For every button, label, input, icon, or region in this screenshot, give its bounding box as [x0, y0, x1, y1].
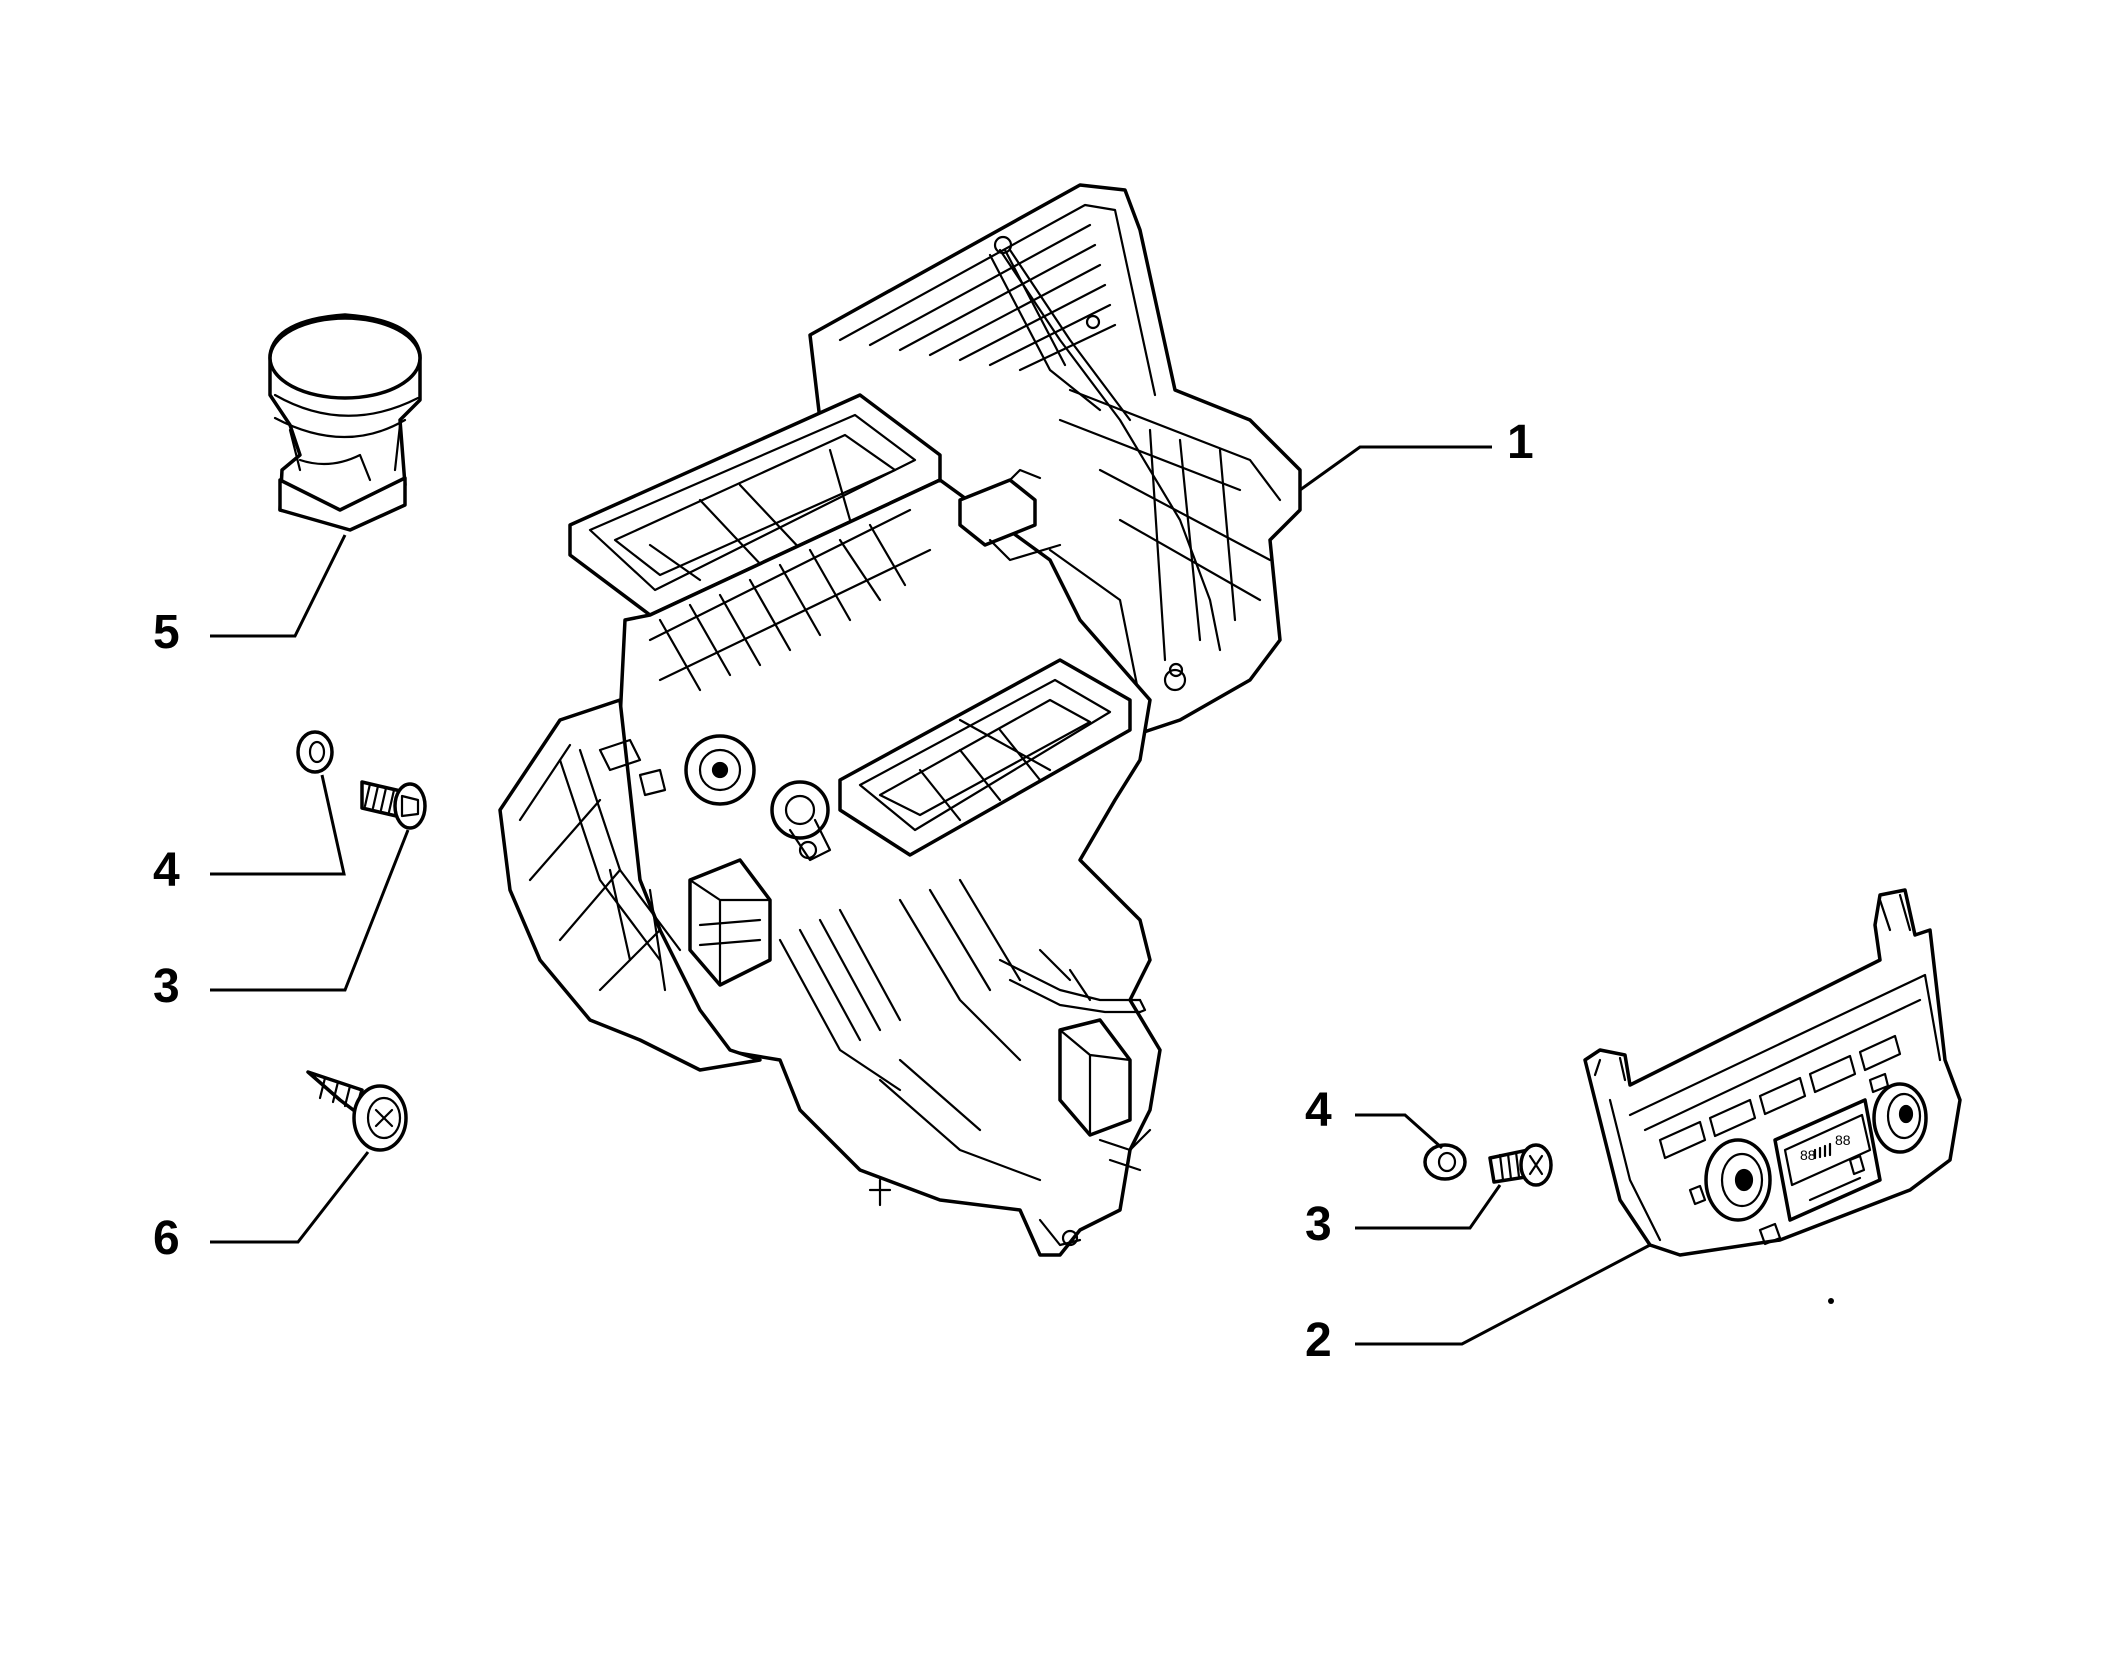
svg-text:88: 88 [1835, 1132, 1851, 1148]
actuator-icon [268, 313, 422, 532]
callout-4-left: 4 [153, 844, 180, 897]
callout-3-left: 3 [153, 960, 180, 1013]
washer-icon-right [1423, 1143, 1467, 1181]
bolt-icon [360, 780, 427, 830]
callout-6: 6 [153, 1212, 180, 1265]
washer-icon [296, 730, 334, 774]
leader-lines [210, 445, 1651, 1346]
svg-text:88: 88 [1800, 1147, 1816, 1163]
callout-1: 1 [1507, 416, 1534, 469]
self-tapping-screw-icon [306, 1070, 408, 1152]
callout-2: 2 [1305, 1314, 1332, 1367]
callout-3-right: 3 [1305, 1198, 1332, 1251]
callout-5: 5 [153, 606, 180, 659]
bolt-icon-right [1488, 1143, 1553, 1187]
climate-control-panel-icon: 88 88 [1583, 888, 1962, 1304]
callout-4-right: 4 [1305, 1084, 1332, 1137]
hvac-unit-icon [498, 183, 1302, 1257]
